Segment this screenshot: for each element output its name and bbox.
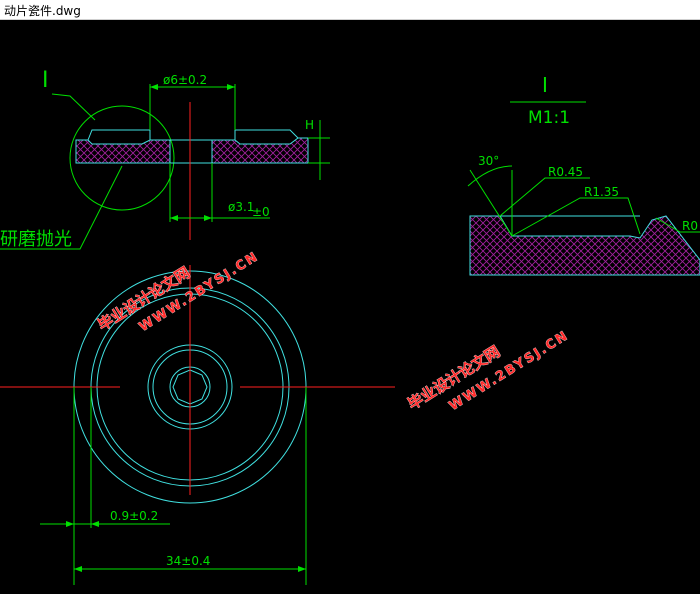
r1-leader: [499, 177, 590, 217]
section-view: ø6±0.2 H ø3.1 ±0 I 研磨抛光: [0, 68, 330, 250]
dim-outer-dia: 34±0.4: [166, 554, 210, 568]
dim-offset: 0.9±0.2: [110, 509, 158, 523]
detail-scale: M1:1: [528, 108, 570, 128]
dim-thickness: H: [305, 118, 314, 132]
arrow-right: [227, 84, 235, 90]
note-polish-leader: [0, 165, 123, 250]
notch-right: [234, 129, 299, 140]
arrow-left: [150, 84, 158, 90]
window-title: 动片瓷件.dwg: [4, 4, 81, 18]
arrow-inner-right: [204, 215, 212, 221]
watermark-1: 毕业设计论文网 WWW.2BYSJ.CN: [94, 249, 262, 336]
dim-inner-dia: ø3.1: [228, 200, 254, 214]
section-label-leader: [51, 93, 96, 121]
angle-leg-1: [469, 169, 513, 237]
r3-leader: [655, 217, 700, 233]
detail-circle: [69, 105, 175, 211]
arrow-offset-2: [91, 521, 99, 527]
detail-view: I M1:1 30° R0.45 R1.35 R0: [467, 73, 700, 276]
detail-label: I: [542, 73, 548, 97]
arrow-inner-left: [170, 215, 178, 221]
dim-hole-dia: ø6±0.2: [163, 73, 207, 87]
dim-angle: 30°: [478, 154, 499, 168]
section-label: I: [42, 68, 49, 93]
arrow-outer-2: [298, 566, 306, 572]
plan-view: 0.9±0.2 34±0.4: [0, 265, 395, 585]
arrow-outer-1: [74, 566, 82, 572]
arrow-offset-1: [66, 521, 74, 527]
dim-r1: R0.45: [548, 165, 583, 179]
note-polish: 研磨抛光: [0, 229, 72, 250]
angle-arc: [467, 165, 513, 187]
notch-left: [87, 129, 151, 141]
r2-leader: [511, 197, 641, 237]
dim-inner-dia-tail: ±0: [252, 205, 270, 219]
cad-drawing-canvas[interactable]: ø6±0.2 H ø3.1 ±0 I 研磨抛光 I M1:1 30°: [0, 20, 700, 594]
watermark-2: 毕业设计论文网 WWW.2BYSJ.CN: [404, 328, 572, 415]
section-left-body: [75, 139, 171, 164]
dim-r3: R0: [682, 219, 698, 233]
dim-r2: R1.35: [584, 185, 619, 199]
title-bar: 动片瓷件.dwg: [0, 0, 700, 20]
section-right-body: [211, 137, 309, 164]
